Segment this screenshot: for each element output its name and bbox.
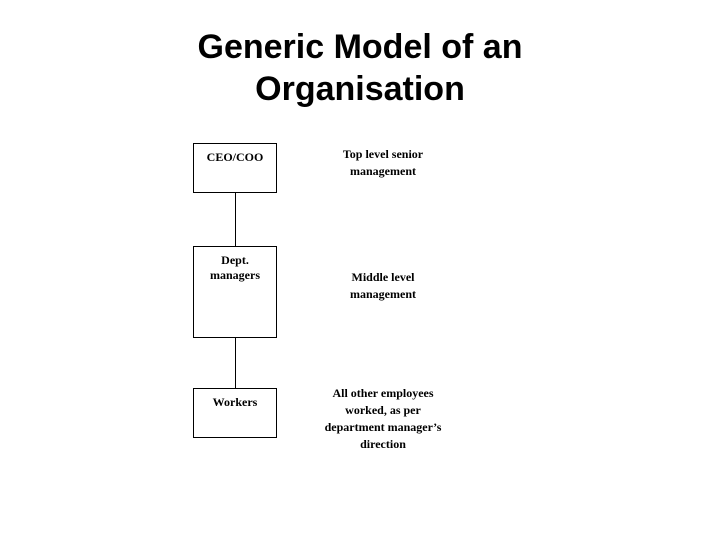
page-title: Generic Model of an Organisation [197,28,523,108]
org-node-description-workers: All other employees worked, as per depar… [324,386,442,451]
org-node-label-workers: Workers [212,395,258,409]
org-connector-ceo-to-dept [235,193,236,246]
org-node-box-ceo[interactable]: CEO/COO [193,143,277,193]
org-node-description-dept: Middle level management [350,270,416,301]
org-connector-dept-to-workers [235,338,236,388]
org-node-box-workers[interactable]: Workers [193,388,277,438]
org-node-label-dept: Dept. managers [210,253,260,282]
org-node-description-ceo: Top level senior management [342,147,424,178]
org-node-box-dept[interactable]: Dept. managers [193,246,277,338]
org-node-label-ceo: CEO/COO [206,150,264,164]
